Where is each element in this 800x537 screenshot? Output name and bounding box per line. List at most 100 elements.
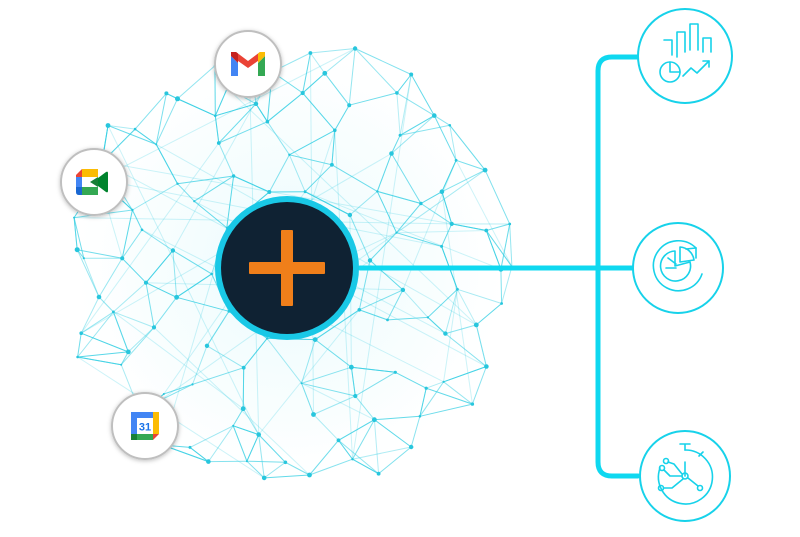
mesh-node bbox=[232, 424, 235, 427]
mesh-line bbox=[443, 366, 487, 383]
mesh-line bbox=[77, 351, 129, 358]
mesh-line bbox=[120, 351, 129, 365]
mesh-line bbox=[324, 72, 350, 106]
mesh-node bbox=[143, 280, 149, 285]
mesh-line bbox=[267, 92, 304, 123]
mesh-line bbox=[232, 408, 244, 427]
mesh-line bbox=[449, 124, 486, 171]
mesh-line bbox=[426, 387, 473, 405]
mesh-line bbox=[354, 48, 398, 94]
mesh-line bbox=[373, 419, 380, 474]
mesh-line bbox=[420, 191, 443, 204]
mesh-line bbox=[107, 125, 260, 435]
mesh-line bbox=[120, 327, 155, 366]
mesh-node bbox=[308, 51, 313, 55]
mesh-line bbox=[232, 425, 248, 462]
mesh-line bbox=[419, 388, 427, 417]
mesh-line bbox=[127, 327, 155, 353]
mesh-line bbox=[456, 289, 477, 326]
mesh-line bbox=[400, 124, 450, 136]
mesh-line bbox=[441, 160, 457, 192]
mesh-line bbox=[134, 93, 167, 130]
mesh-line bbox=[233, 175, 270, 193]
mesh-line bbox=[410, 416, 421, 448]
analytics-chart-icon bbox=[659, 23, 712, 83]
mesh-node bbox=[448, 124, 452, 127]
mesh-line bbox=[391, 135, 401, 154]
mesh-line bbox=[246, 460, 265, 479]
mesh-node bbox=[372, 417, 377, 423]
mesh-line bbox=[77, 249, 123, 259]
mesh-node bbox=[125, 349, 131, 355]
mesh-line bbox=[441, 169, 486, 193]
mesh-line bbox=[427, 317, 446, 334]
mesh-node bbox=[288, 153, 291, 156]
mesh-node bbox=[482, 167, 488, 173]
mesh-line bbox=[331, 130, 336, 165]
mesh-line bbox=[359, 289, 404, 311]
mesh-line bbox=[73, 217, 85, 259]
mesh-line bbox=[255, 103, 268, 122]
mesh-line bbox=[475, 303, 502, 326]
mesh-line bbox=[369, 232, 397, 261]
mesh-node bbox=[484, 228, 489, 233]
mesh-node bbox=[210, 272, 213, 276]
mesh-node bbox=[253, 101, 259, 107]
mesh-line bbox=[113, 311, 244, 410]
mesh-line bbox=[304, 164, 333, 193]
mesh-line bbox=[455, 159, 486, 171]
calendar-day-label: 31 bbox=[139, 422, 151, 434]
mesh-line bbox=[98, 296, 114, 313]
mesh-line bbox=[399, 115, 435, 136]
mesh-line bbox=[395, 371, 427, 389]
pie-refresh-icon bbox=[652, 239, 703, 292]
mesh-node bbox=[440, 244, 444, 248]
mesh-line bbox=[433, 115, 457, 161]
mesh-line bbox=[324, 72, 350, 106]
output-node-stopwatch[interactable] bbox=[639, 430, 731, 522]
mesh-node bbox=[206, 459, 211, 464]
mesh-line bbox=[338, 419, 375, 441]
mesh-node bbox=[174, 294, 180, 300]
mesh-line bbox=[441, 191, 453, 225]
mesh-line bbox=[475, 324, 487, 367]
mesh-line bbox=[309, 52, 326, 74]
mesh-node bbox=[484, 364, 489, 369]
mesh-node bbox=[376, 190, 379, 193]
mesh-line bbox=[145, 282, 155, 328]
mesh-line bbox=[500, 269, 503, 304]
mesh-line bbox=[349, 92, 398, 106]
mesh-line bbox=[501, 266, 513, 304]
mesh-node bbox=[508, 222, 512, 226]
mesh-line bbox=[331, 164, 378, 192]
mesh-line bbox=[301, 383, 314, 415]
mesh-line bbox=[131, 209, 143, 231]
mesh-node bbox=[245, 460, 248, 463]
output-node-analytics[interactable] bbox=[637, 8, 733, 104]
mesh-node bbox=[307, 472, 312, 478]
mesh-line bbox=[172, 250, 212, 275]
mesh-line bbox=[396, 232, 442, 247]
mesh-line bbox=[391, 153, 422, 204]
mesh-line bbox=[313, 395, 356, 415]
mesh-line bbox=[301, 382, 356, 397]
mesh-node bbox=[204, 343, 210, 348]
mesh-line bbox=[289, 154, 333, 166]
mesh-line bbox=[113, 282, 147, 313]
mesh-line bbox=[445, 324, 477, 335]
mesh-node bbox=[470, 402, 475, 406]
mesh-node bbox=[449, 221, 454, 226]
mesh-node bbox=[409, 72, 414, 77]
mesh-line bbox=[132, 183, 178, 211]
mesh-node bbox=[419, 201, 423, 206]
mesh-node bbox=[456, 287, 459, 291]
mesh-line bbox=[153, 296, 177, 328]
mesh-node bbox=[352, 46, 358, 51]
mesh-line bbox=[338, 439, 379, 475]
mesh-line bbox=[145, 282, 177, 298]
output-node-pie[interactable] bbox=[632, 222, 724, 314]
mesh-line bbox=[289, 129, 336, 156]
mesh-line bbox=[352, 458, 379, 475]
mesh-line bbox=[301, 339, 316, 384]
mesh-line bbox=[354, 395, 375, 421]
